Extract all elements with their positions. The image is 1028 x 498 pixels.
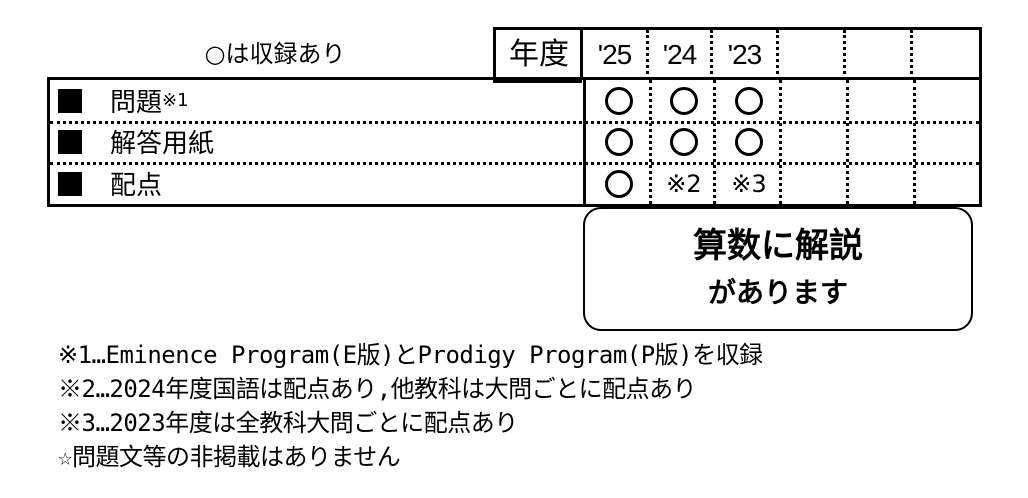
label-column bbox=[50, 80, 586, 204]
year-column-2024: '24 bbox=[649, 30, 713, 80]
year-header-label: 年度 bbox=[493, 27, 582, 83]
row-label: 解答用紙 bbox=[110, 129, 215, 159]
callout-title: 算数に解説 bbox=[693, 226, 863, 266]
row-label: 問題 bbox=[110, 88, 163, 118]
note-mark-3: ※3 bbox=[731, 169, 767, 198]
callout-subtitle: があります bbox=[707, 276, 848, 309]
square-bullet-icon bbox=[58, 171, 82, 196]
footnote-1: ※1…Eminence Program(E版)とProdigy Program(… bbox=[58, 341, 763, 369]
square-bullet-icon bbox=[58, 88, 82, 113]
footnotes: ※1…Eminence Program(E版)とProdigy Program(… bbox=[58, 338, 958, 474]
year-column-2023: '23 bbox=[713, 30, 779, 80]
row-label: 配点 bbox=[110, 171, 163, 201]
circle-mark-icon bbox=[716, 121, 782, 162]
square-bullet-icon bbox=[58, 129, 82, 154]
note-ref: ※1 bbox=[162, 90, 189, 111]
table-row-mondai: 問題※1 bbox=[50, 80, 979, 124]
circle-mark-icon bbox=[652, 121, 716, 162]
legend-label: ○は収録あり bbox=[204, 40, 346, 68]
table-row-haiten: 配点 ※2 ※3 bbox=[50, 163, 979, 204]
contents-table: 問題※1 解答用紙 配点 ※2 ※3 bbox=[47, 77, 982, 207]
footnote-3: ※3…2023年度は全教科大問ごとに配点あり bbox=[58, 409, 518, 437]
table-row-kaitou-youshi: 解答用紙 bbox=[50, 121, 979, 165]
legend-text: ○は収録あり bbox=[160, 34, 390, 74]
year-column-empty-6 bbox=[913, 30, 979, 80]
circle-mark-icon bbox=[586, 80, 652, 121]
explanation-callout: 算数に解説 があります bbox=[583, 207, 973, 331]
year-header-row: '25 '24 '23 bbox=[580, 27, 982, 80]
footnote-star: ☆問題文等の非掲載はありません bbox=[58, 443, 401, 471]
circle-mark-icon bbox=[586, 121, 652, 162]
year-column-2025: '25 bbox=[583, 30, 649, 80]
circle-mark-icon bbox=[586, 163, 652, 204]
year-column-empty-4 bbox=[779, 30, 846, 80]
footnote-2: ※2…2024年度国語は配点あり,他教科は大問ごとに配点あり bbox=[58, 375, 697, 403]
note-mark-2: ※2 bbox=[666, 169, 702, 198]
circle-mark-icon bbox=[652, 80, 716, 121]
year-column-empty-5 bbox=[846, 30, 913, 80]
circle-mark-icon bbox=[716, 80, 782, 121]
column-dividers bbox=[586, 80, 916, 204]
